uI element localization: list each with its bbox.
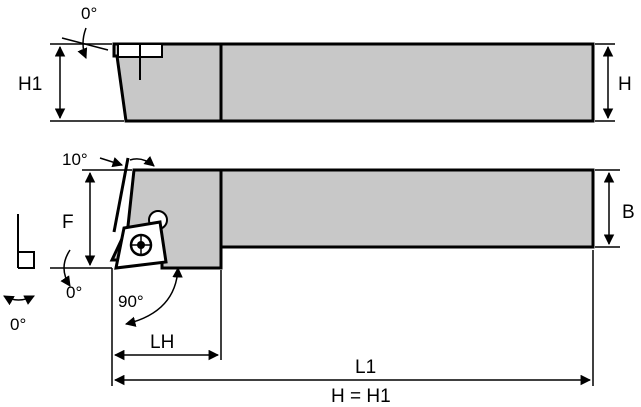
top-angle-arc [77,27,88,59]
side-view-shank [112,42,595,123]
bottom-angle-label: 0° [10,315,26,334]
clearance-angle-arrow [99,157,124,168]
b-label: B [622,202,635,223]
f-label: F [62,212,74,233]
clearance-angle-arc [129,155,155,167]
side-view: H1 H 0° [18,4,632,123]
side-angle-label: 0° [66,283,82,302]
clearance-angle-label: 10° [62,150,88,169]
top-view-shank [219,168,595,249]
top-angle-reference [61,37,109,51]
top-angle-label: 0° [81,4,97,23]
top-view: B F 10° 0° 90° 0° LH L1 H = H1 [3,150,635,407]
h1-label: H1 [18,74,42,95]
side-angle-arc [60,249,71,287]
h-label: H [618,74,632,95]
end-view-insert [18,251,35,269]
lh-label: LH [150,332,174,353]
l1-label: L1 [355,357,376,378]
clearance-edge [112,157,130,233]
approach-angle-arc [124,266,183,327]
footer-note: H = H1 [331,386,391,407]
approach-angle-label: 90° [118,292,144,311]
bottom-angle-arc [3,295,35,306]
